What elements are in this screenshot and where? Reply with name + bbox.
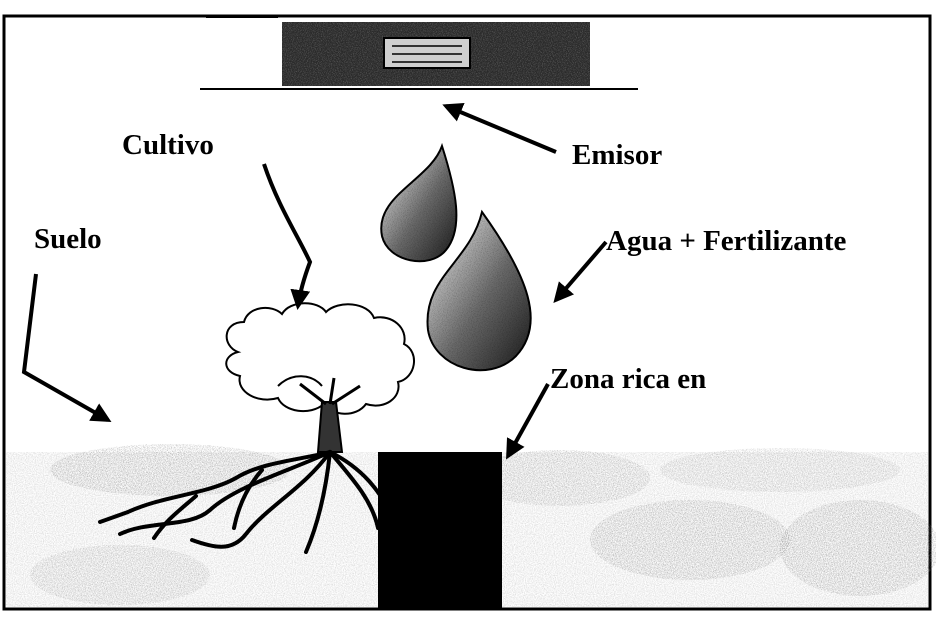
- label-emisor: Emisor: [572, 139, 662, 171]
- arrow-emisor: [446, 106, 556, 152]
- arrow-agua: [556, 242, 606, 300]
- arrow-cultivo: [264, 164, 310, 306]
- arrow-zona: [508, 384, 548, 456]
- emitter-tube: [200, 17, 638, 89]
- label-agua-fertilizante: Agua + Fertilizante: [606, 225, 847, 257]
- label-suelo: Suelo: [34, 223, 102, 255]
- crop-tree: [226, 303, 414, 452]
- water-drop-small: [381, 146, 456, 261]
- label-cultivo: Cultivo: [122, 129, 214, 161]
- label-zona-rica: Zona rica en: [550, 363, 706, 395]
- arrow-suelo: [24, 274, 108, 420]
- nutrient-zone: [378, 452, 502, 610]
